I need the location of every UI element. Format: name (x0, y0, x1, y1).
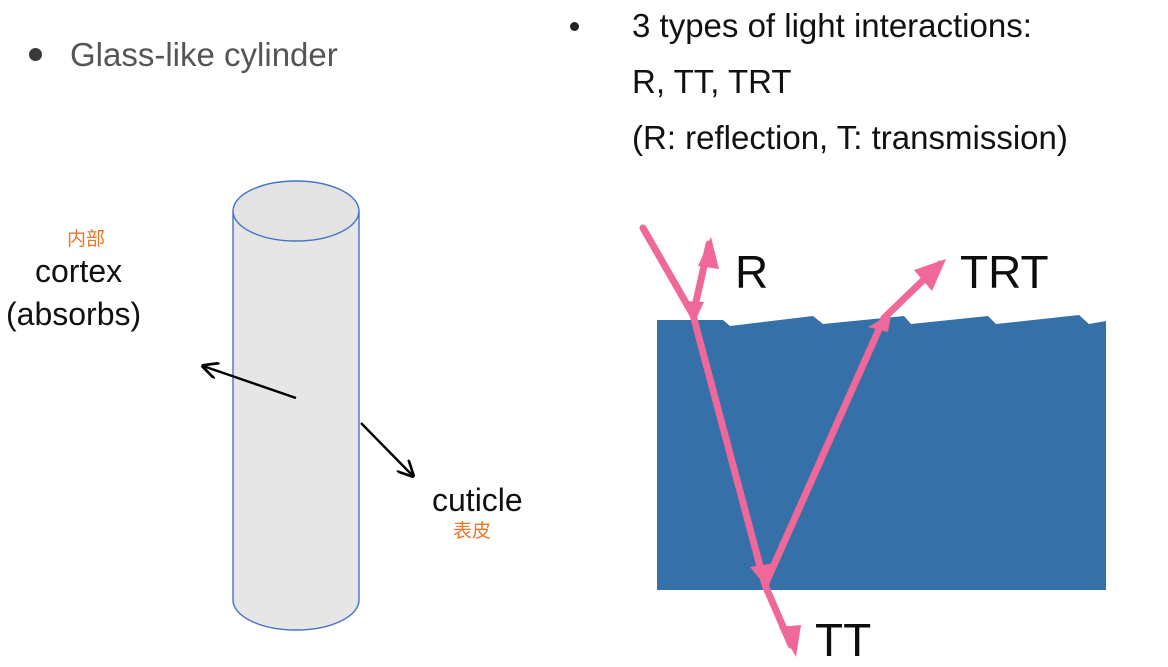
incident-ray (639, 224, 697, 319)
label-trt: TRT (960, 246, 1049, 298)
cuticle-label: cuticle (432, 482, 523, 518)
trt-internal-arrowhead-icon (868, 314, 891, 332)
cuticle-chinese-label: 表皮 (453, 520, 492, 542)
label-tt: TT (815, 614, 872, 666)
right-bullet-line-2: R, TT, TRT (632, 63, 792, 100)
cortex-note: (absorbs) (6, 296, 142, 332)
left-bullet-text: Glass-like cylinder (70, 36, 338, 73)
ray-trt-inner (761, 314, 888, 589)
tt-exit-arrowhead-icon (779, 625, 801, 657)
bullet-point-icon (570, 22, 579, 31)
cortex-arrow (203, 366, 297, 400)
tt-internal-arrowhead-icon (750, 563, 775, 589)
hair-cylinder (232, 180, 360, 631)
right-bullet-line-1: 3 types of light interactions: (632, 7, 1032, 44)
bullet-point-icon (29, 48, 42, 61)
incident-arrowhead-icon (684, 301, 704, 319)
label-r: R (735, 246, 769, 298)
ray-tt-inner (689, 311, 769, 589)
cortex-label: cortex (35, 253, 123, 289)
right-bullet-line-3: (R: reflection, T: transmission) (632, 119, 1068, 156)
trt-exit-arrowhead-icon (914, 259, 946, 291)
r-arrowhead-icon (698, 237, 719, 269)
cuticle-arrow (360, 422, 413, 476)
hair-surface-slab (657, 315, 1106, 590)
cortex-chinese-label: 内部 (67, 228, 106, 250)
